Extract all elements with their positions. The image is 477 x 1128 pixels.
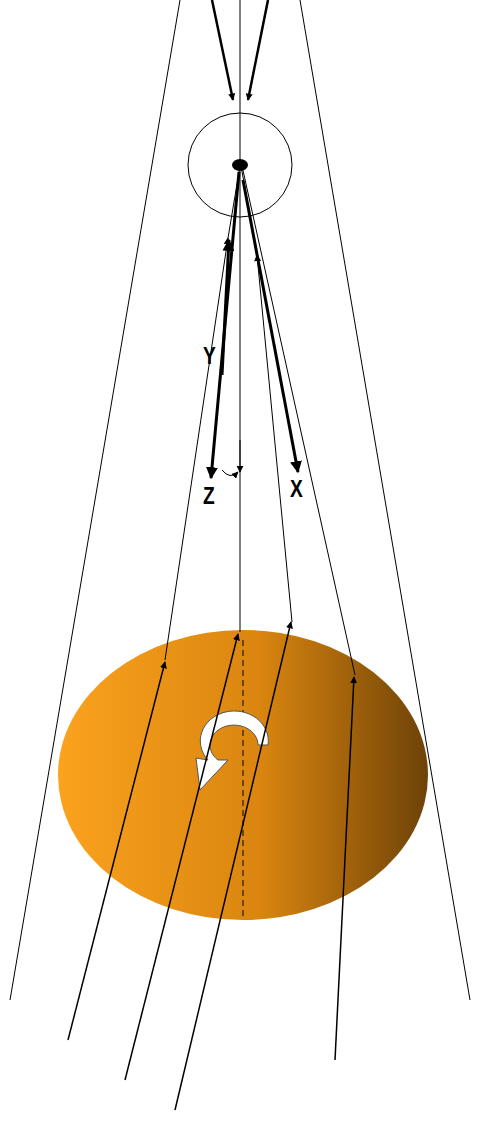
focal-point	[232, 159, 248, 171]
focal-circle	[188, 113, 292, 217]
surface-rays	[165, 166, 355, 675]
sphere	[58, 630, 428, 920]
top-arrows	[212, 0, 268, 100]
rotation-arrow	[196, 711, 268, 790]
axis-dashed	[243, 640, 244, 918]
axis-label: X	[290, 477, 303, 501]
ray-lines	[10, 0, 470, 1000]
axis-label: Z	[203, 484, 215, 508]
incoming-arrows	[68, 622, 354, 1110]
axis-arrows	[211, 172, 298, 478]
axis-label: Y	[203, 344, 216, 368]
